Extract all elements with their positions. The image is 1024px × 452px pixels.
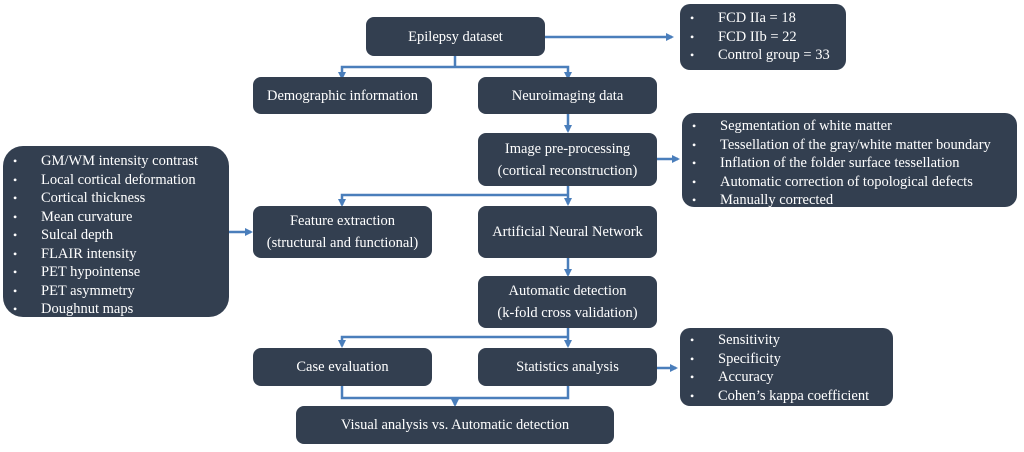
arrow-dataset-to-demographic <box>338 65 455 80</box>
list-item: Tessellation of the gray/white matter bo… <box>682 136 1017 155</box>
list-item: PET asymmetry <box>3 282 229 301</box>
list-item: Cohen’s kappa coefficient <box>680 387 893 406</box>
node-statistics-analysis: Statistics analysis <box>478 348 657 386</box>
node-label-line1: Feature extraction <box>289 213 396 229</box>
list-item: Doughnut maps <box>3 300 229 319</box>
arrow-detection-to-case <box>338 335 568 348</box>
list-dataset-groups: FCD IIa = 18 FCD IIb = 22 Control group … <box>680 4 846 70</box>
node-artificial-neural-network: Artificial Neural Network <box>478 206 657 258</box>
list-item: Accuracy <box>680 368 893 387</box>
list-item: Segmentation of white matter <box>682 117 1017 136</box>
arrow-merge-to-visual <box>340 386 570 400</box>
node-visual-vs-automatic: Visual analysis vs. Automatic detection <box>296 406 614 444</box>
list-preprocessing-steps: Segmentation of white matter Tessellatio… <box>682 113 1017 210</box>
node-case-evaluation: Case evaluation <box>253 348 432 386</box>
list-item: Sulcal depth <box>3 226 229 245</box>
node-label: Statistics analysis <box>516 359 619 375</box>
node-label: Neuroimaging data <box>511 87 624 104</box>
node-label: Demographic information <box>267 87 418 104</box>
list-item: Mean curvature <box>3 208 229 227</box>
arrow-preproc-to-feature <box>338 193 568 207</box>
node-label: Epilepsy dataset <box>408 28 503 45</box>
list-item: Manually corrected <box>682 191 1017 210</box>
list-item: Automatic correction of topological defe… <box>682 173 1017 192</box>
list-features: GM/WM intensity contrast Local cortical … <box>3 146 229 319</box>
node-neuroimaging-data: Neuroimaging data <box>478 77 657 114</box>
node-label-line2: (k-fold cross validation) <box>497 305 638 321</box>
node-image-preprocessing: Image pre-processing (cortical reconstru… <box>478 133 657 186</box>
list-item: Local cortical deformation <box>3 171 229 190</box>
list-item: Specificity <box>680 350 893 369</box>
node-epilepsy-dataset: Epilepsy dataset <box>366 17 545 56</box>
node-label: Case evaluation <box>296 359 389 375</box>
node-feature-extraction: Feature extraction (structural and funct… <box>253 206 432 258</box>
node-demographic-information: Demographic information <box>253 77 432 114</box>
list-item: Control group = 33 <box>680 46 846 65</box>
list-item: FLAIR intensity <box>3 245 229 264</box>
node-label: Artificial Neural Network <box>492 224 643 240</box>
node-label-line2: (structural and functional) <box>266 235 419 251</box>
node-label-line2: (cortical reconstruction) <box>497 162 638 179</box>
list-item: FCD IIb = 22 <box>680 28 846 47</box>
list-item: Inflation of the folder surface tessella… <box>682 154 1017 173</box>
list-item: Sensitivity <box>680 331 893 350</box>
node-automatic-detection: Automatic detection (k-fold cross valida… <box>478 276 657 328</box>
node-label-line1: Automatic detection <box>508 283 627 299</box>
list-item: FCD IIa = 18 <box>680 9 846 28</box>
arrow-dataset-to-neuroimaging <box>455 65 572 80</box>
node-label-line1: Image pre-processing <box>504 140 631 157</box>
list-item: PET hypointense <box>3 263 229 282</box>
list-item: Cortical thickness <box>3 189 229 208</box>
list-metrics: Sensitivity Specificity Accuracy Cohen’s… <box>680 328 893 406</box>
node-label: Visual analysis vs. Automatic detection <box>340 417 570 433</box>
list-item: GM/WM intensity contrast <box>3 152 229 171</box>
